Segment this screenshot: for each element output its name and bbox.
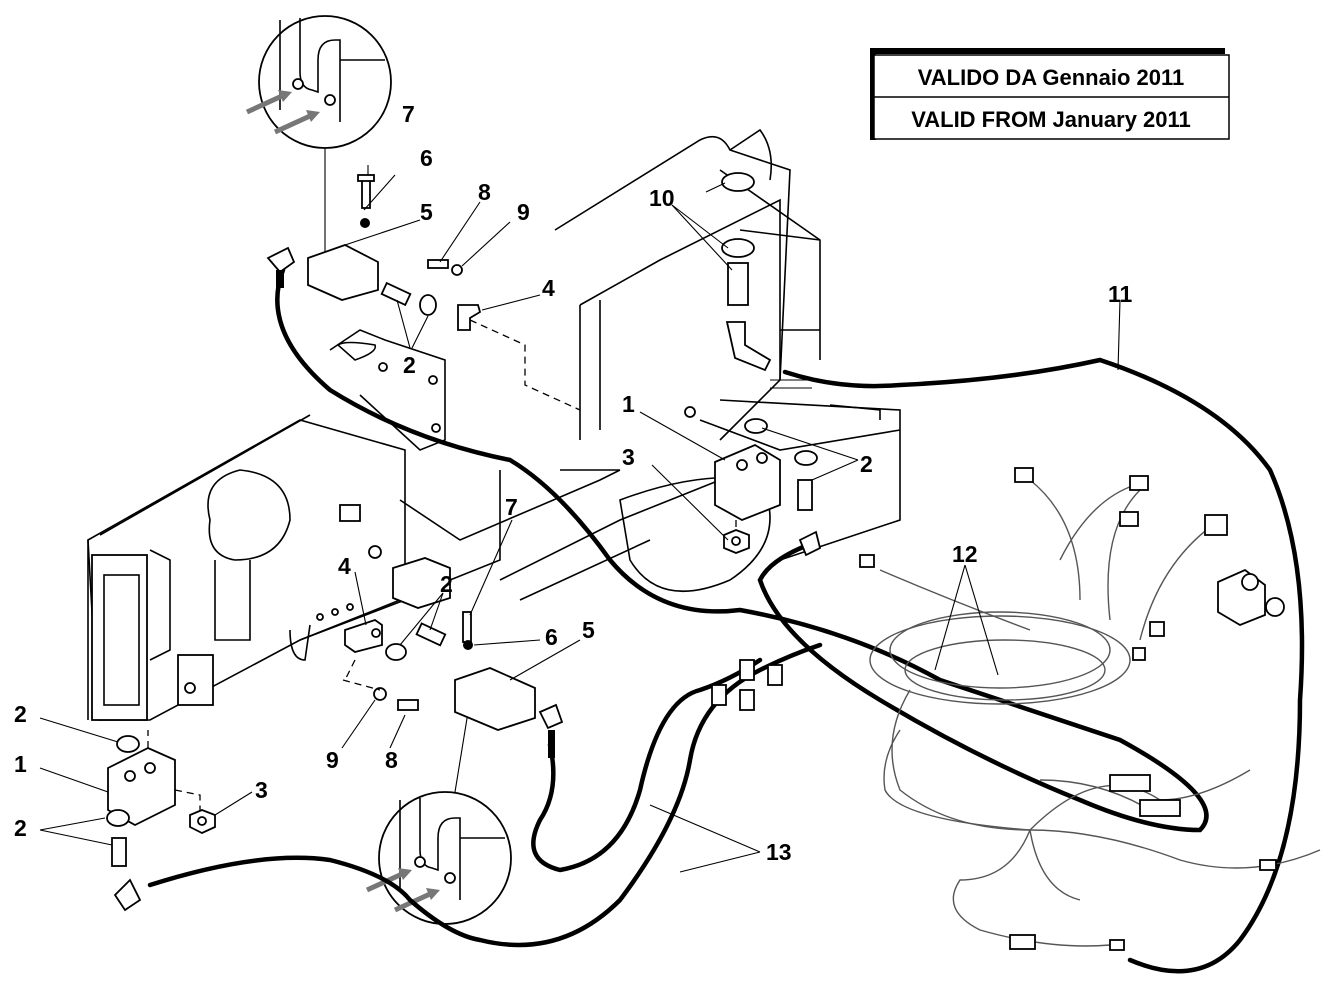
- callout-2-left-bottom: 2: [14, 815, 27, 841]
- leader-lines: [39, 165, 1121, 873]
- callout-2-top: 2: [403, 352, 416, 378]
- left-chassis-beam: [87, 414, 621, 721]
- callout-6-mid: 6: [545, 624, 558, 650]
- callout-2-right: 2: [860, 451, 873, 477]
- callout-6-top: 6: [420, 145, 433, 171]
- wire-harness-12: [711, 467, 1321, 951]
- callout-3-right: 3: [622, 444, 635, 470]
- detail-circle-bottom: [365, 699, 512, 925]
- callout-1-right: 1: [622, 391, 635, 417]
- callout-8-mid: 8: [385, 747, 398, 773]
- callout-2-mid: 2: [440, 571, 453, 597]
- lower-parts: [106, 172, 818, 867]
- callout-5-mid: 5: [582, 617, 595, 643]
- callout-1-left: 1: [14, 751, 27, 777]
- callout-11: 11: [1108, 281, 1133, 307]
- detail-circle-top: [245, 15, 392, 255]
- callout-7-mid: 7: [505, 494, 518, 520]
- callout-9-mid: 9: [326, 747, 339, 773]
- callout-labels: 7 6 5 8 9 4 2 10 11 1 3 2 7 4 2 6 5 9 8 …: [14, 101, 1133, 865]
- callout-2-left-top: 2: [14, 701, 27, 727]
- validity-line-2: VALID FROM January 2011: [911, 107, 1191, 132]
- callout-5-top: 5: [420, 199, 433, 225]
- callout-4-top: 4: [542, 275, 555, 301]
- callout-13: 13: [766, 839, 792, 865]
- callout-8-top: 8: [478, 179, 491, 205]
- callout-3-left: 3: [255, 777, 268, 803]
- callout-7-top: 7: [402, 101, 415, 127]
- validity-line-1: VALIDO DA Gennaio 2011: [918, 65, 1185, 90]
- right-chassis: [499, 128, 901, 601]
- validity-box: VALIDO DA Gennaio 2011 VALID FROM Januar…: [870, 48, 1230, 140]
- callout-4-mid: 4: [338, 553, 351, 579]
- callout-12: 12: [952, 541, 978, 567]
- upper-parts: [307, 174, 581, 451]
- callout-10: 10: [649, 185, 675, 211]
- callout-9-top: 9: [517, 199, 530, 225]
